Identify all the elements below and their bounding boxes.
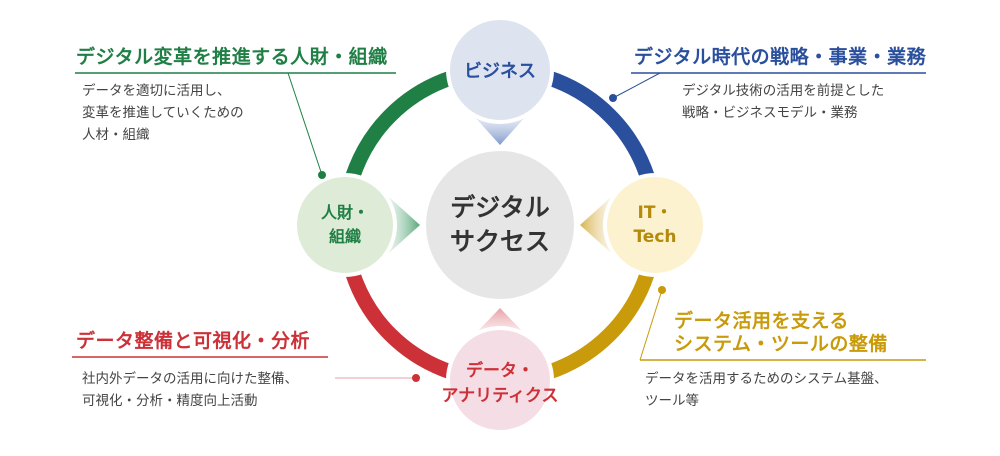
node-business: ビジネス: [448, 18, 552, 122]
node-it-line-2: Tech: [633, 227, 677, 247]
business-description: デジタル技術の活用を前提とした 戦略・ビジネスモデル・業務: [682, 80, 884, 124]
node-hr: 人財・組織: [295, 175, 395, 275]
center-label: デジタルサクセス: [426, 151, 574, 299]
it-title-line: システム・ツールの整備: [674, 333, 888, 355]
node-data-line-1: データ・: [465, 361, 534, 381]
hr-line: 人材・組織: [82, 127, 150, 143]
center-circle: [426, 151, 574, 299]
hr-leader: [287, 72, 323, 176]
data-line: 可視化・分析・精度向上活動: [82, 393, 258, 409]
node-data-line-2: アナリティクス: [441, 386, 559, 406]
it-line: ツール等: [645, 393, 699, 409]
node-it-line-1: IT・: [637, 203, 673, 223]
business-line: デジタル技術の活用を前提とした: [682, 83, 885, 99]
node-data: データ・アナリティクス: [430, 332, 570, 436]
it-title-line: データ活用を支える: [674, 310, 849, 332]
hr-line: データを適切に活用し、: [82, 83, 231, 99]
node-business-label: ビジネス: [464, 61, 536, 82]
hr-line: 変革を推進していくための: [82, 105, 244, 121]
node-hr-line-2: 組織: [328, 227, 361, 246]
center-line-1: デジタル: [450, 193, 550, 222]
hr-title: デジタル変革を推進する人財・組織: [76, 46, 388, 68]
node-it: IT・ Tech: [605, 175, 705, 275]
it-description: データを活用するためのシステム基盤、 ツール等: [645, 368, 888, 412]
it-title: データ活用を支える システム・ツールの整備: [674, 310, 888, 356]
business-leader: [612, 72, 661, 99]
business-title: デジタル時代の戦略・事業・業務: [634, 46, 927, 68]
center-line-2: サクセス: [449, 227, 550, 256]
hr-description: データを適切に活用し、 変革を推進していくための 人材・組織: [82, 80, 244, 146]
data-line: 社内外データの活用に向けた整備、: [82, 371, 298, 387]
it-leader: [639, 289, 663, 361]
node-hr-line-1: 人財・: [320, 203, 369, 222]
data-description: 社内外データの活用に向けた整備、 可視化・分析・精度向上活動: [82, 368, 298, 412]
it-line: データを活用するためのシステム基盤、: [645, 371, 888, 387]
business-line: 戦略・ビジネスモデル・業務: [682, 105, 858, 121]
data-title: データ整備と可視化・分析: [76, 330, 311, 352]
